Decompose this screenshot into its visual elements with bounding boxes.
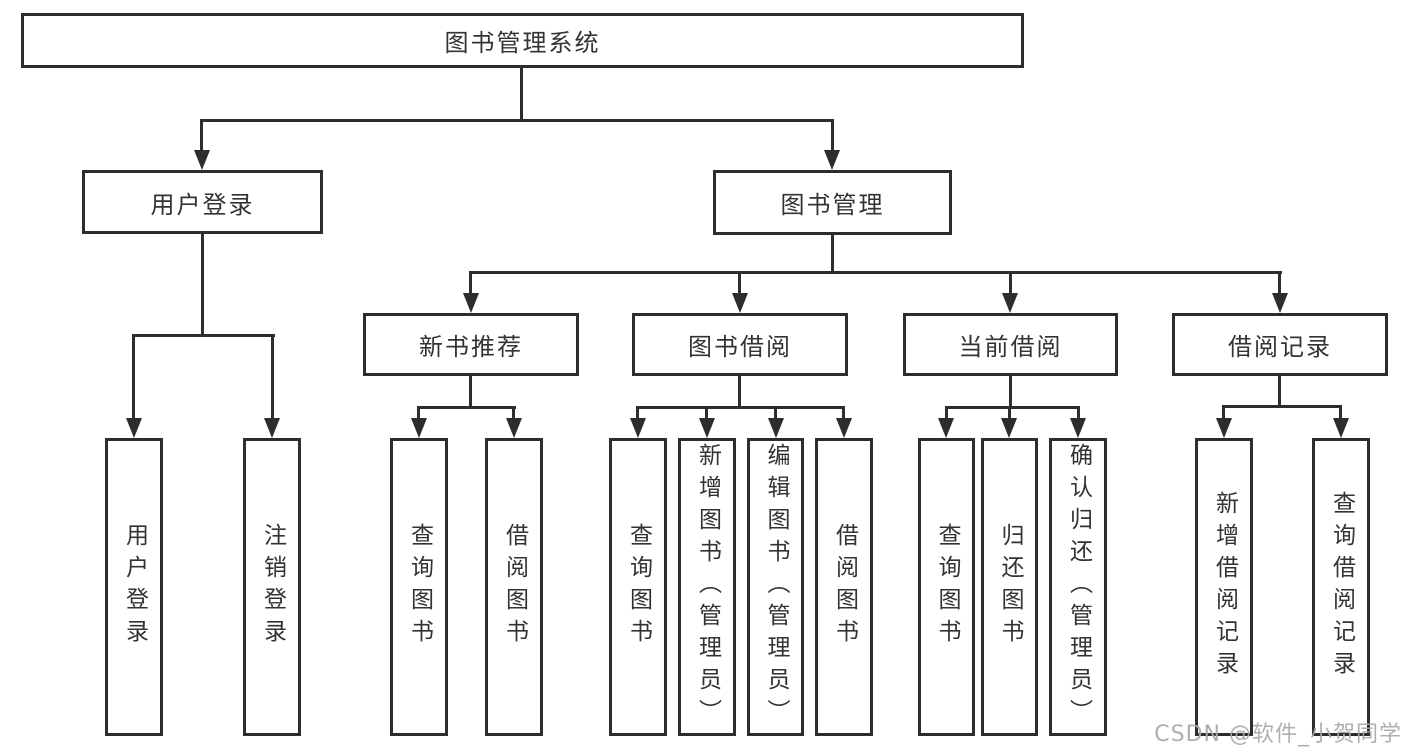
leaf-label: 借阅图书 [501, 523, 528, 651]
connector-leaf-drop [705, 406, 708, 420]
arrowhead-down-icon [411, 418, 427, 438]
section-current-borrow-box: 当前借阅 [903, 313, 1118, 376]
connector-leaf-drop [512, 406, 515, 420]
connector-section-drop [1009, 271, 1012, 295]
connector-current-borrow-stem [1009, 376, 1012, 408]
leaf-label: 查询图书 [625, 523, 652, 651]
leaf-label: 归还图书 [997, 523, 1023, 651]
connector-leaf-drop [132, 334, 135, 420]
leaf-search-books-box: 查询图书 [918, 438, 975, 736]
arrowhead-down-icon [506, 418, 522, 438]
leaf-return-books-box: 归还图书 [981, 438, 1038, 736]
leaf-label: 借阅图书 [831, 523, 858, 651]
arrowhead-down-icon [938, 418, 954, 438]
arrowhead-down-icon [824, 150, 840, 170]
leaf-label: 确认归还（管理员） [1065, 443, 1092, 731]
leaf-label: 编辑图书（管理员） [763, 443, 789, 731]
leaf-confirm-return-admin-box: 确认归还（管理员） [1049, 438, 1107, 736]
connector-section-drop [1278, 271, 1281, 295]
arrowhead-down-icon [1272, 293, 1288, 313]
leaf-label: 用户登录 [121, 523, 148, 651]
arrowhead-down-icon [630, 418, 646, 438]
leaf-add-books-admin-box: 新增图书（管理员） [678, 438, 736, 736]
connector-new-books-stem [469, 376, 472, 408]
connector-borrow-records-stem [1278, 376, 1281, 407]
leaf-user-login-box: 用户登录 [105, 438, 163, 736]
arrowhead-down-icon [699, 418, 715, 438]
arrowhead-down-icon [194, 150, 210, 170]
connector-leaf-drop [842, 406, 845, 420]
arrowhead-down-icon [264, 418, 280, 438]
arrowhead-down-icon [732, 293, 748, 313]
leaf-label: 查询图书 [934, 523, 960, 651]
leaf-label: 新增借阅记录 [1211, 491, 1238, 683]
leaf-label: 查询图书 [406, 523, 433, 651]
leaf-borrow-books-box: 借阅图书 [485, 438, 543, 736]
connector-book-mgmt-rail [470, 271, 1282, 274]
arrowhead-down-icon [1216, 418, 1232, 438]
connector-leaf-drop [1339, 405, 1342, 420]
leaf-search-books-box: 查询图书 [390, 438, 448, 736]
connector-book-mgmt-stem [831, 235, 834, 274]
connector-leaf-drop [417, 406, 420, 420]
leaf-logout-box: 注销登录 [243, 438, 301, 736]
connector-borrow-records-rail [1222, 405, 1342, 408]
connector-root-stem [520, 68, 523, 122]
section-label: 借阅记录 [1228, 333, 1332, 361]
leaf-search-borrow-record-box: 查询借阅记录 [1312, 438, 1370, 736]
connector-user-login-rail [133, 334, 275, 337]
connector-section-drop [738, 271, 741, 295]
section-book-borrow-box: 图书借阅 [632, 313, 848, 376]
connector-leaf-drop [271, 334, 274, 420]
root-box-library-system: 图书管理系统 [21, 13, 1024, 68]
leaf-add-borrow-record-box: 新增借阅记录 [1195, 438, 1253, 736]
leaf-edit-books-admin-box: 编辑图书（管理员） [747, 438, 804, 736]
connector-leaf-drop [1077, 406, 1080, 420]
connector-leaf-drop [945, 406, 948, 420]
connector-current-borrow-rail [945, 406, 1080, 409]
section-label: 新书推荐 [419, 333, 523, 361]
csdn-watermark: CSDN @软件_小贺同学 [1154, 722, 1402, 747]
connector-book-mgmt-drop [831, 119, 834, 152]
connector-book-borrow-rail [636, 406, 845, 409]
arrowhead-down-icon [768, 418, 784, 438]
arrowhead-down-icon [1001, 418, 1017, 438]
leaf-search-books-box: 查询图书 [609, 438, 667, 736]
branch-book-mgmt-box: 图书管理 [713, 170, 952, 235]
connector-book-borrow-stem [738, 376, 741, 408]
arrowhead-down-icon [836, 418, 852, 438]
root-label: 图书管理系统 [444, 29, 601, 57]
leaf-label: 新增图书（管理员） [694, 443, 721, 731]
section-borrow-records-box: 借阅记录 [1172, 313, 1388, 376]
connector-leaf-drop [636, 406, 639, 420]
arrowhead-down-icon [1333, 418, 1349, 438]
section-label: 图书借阅 [688, 333, 792, 361]
branch-label: 图书管理 [780, 191, 885, 219]
connector-section-drop [469, 271, 472, 295]
arrowhead-down-icon [463, 293, 479, 313]
branch-label: 用户登录 [150, 190, 255, 219]
connector-leaf-drop [1222, 405, 1225, 420]
connector-user-login-drop [200, 119, 203, 152]
arrowhead-down-icon [1070, 418, 1086, 438]
connector-leaf-drop [774, 406, 777, 420]
section-label: 当前借阅 [958, 333, 1063, 361]
leaf-label: 注销登录 [259, 523, 286, 651]
connector-new-books-rail [417, 406, 516, 409]
connector-leaf-drop [1008, 406, 1011, 420]
leaf-borrow-books-box: 借阅图书 [815, 438, 873, 736]
arrowhead-down-icon [126, 418, 142, 438]
arrowhead-down-icon [1002, 293, 1018, 313]
connector-root-rail [201, 119, 834, 122]
connector-user-login-stem [201, 234, 204, 336]
branch-user-login-box: 用户登录 [82, 170, 323, 234]
section-new-books-box: 新书推荐 [363, 313, 579, 376]
leaf-label: 查询借阅记录 [1328, 491, 1355, 683]
